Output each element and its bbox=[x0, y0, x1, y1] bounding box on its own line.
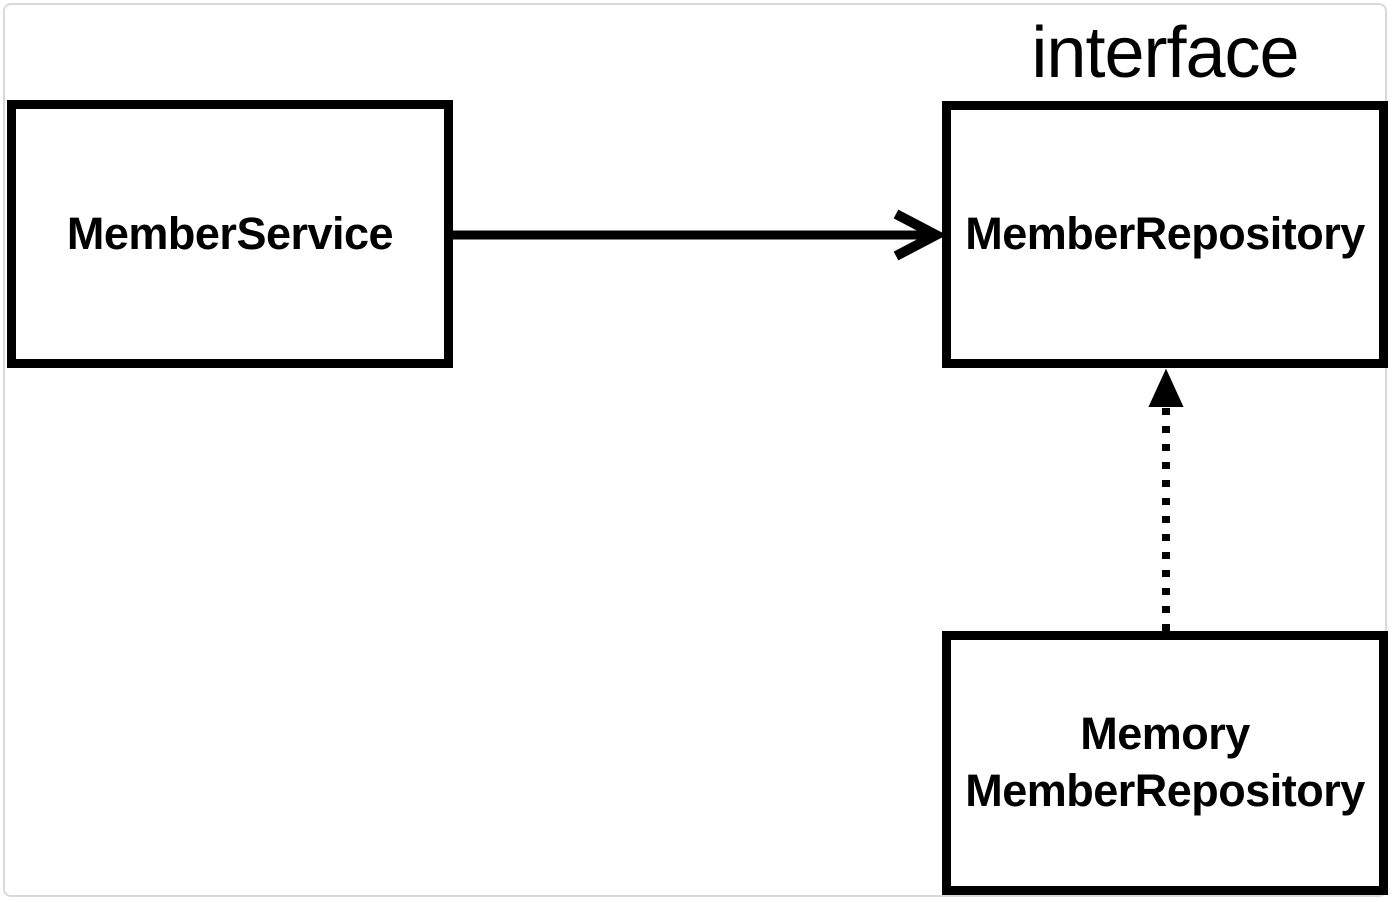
node-memory-member-repository: Memory MemberRepository bbox=[942, 631, 1388, 895]
node-member-service-label: MemberService bbox=[66, 207, 394, 259]
interface-stereotype-label: interface bbox=[1031, 13, 1299, 93]
node-member-repository-label: MemberRepository bbox=[965, 208, 1365, 260]
node-member-repository: MemberRepository bbox=[942, 101, 1388, 368]
node-memory-member-repository-label-line2: MemberRepository bbox=[965, 765, 1365, 816]
node-memory-member-repository-label-line1: Memory bbox=[1080, 708, 1250, 760]
node-member-service: MemberService bbox=[7, 100, 453, 368]
